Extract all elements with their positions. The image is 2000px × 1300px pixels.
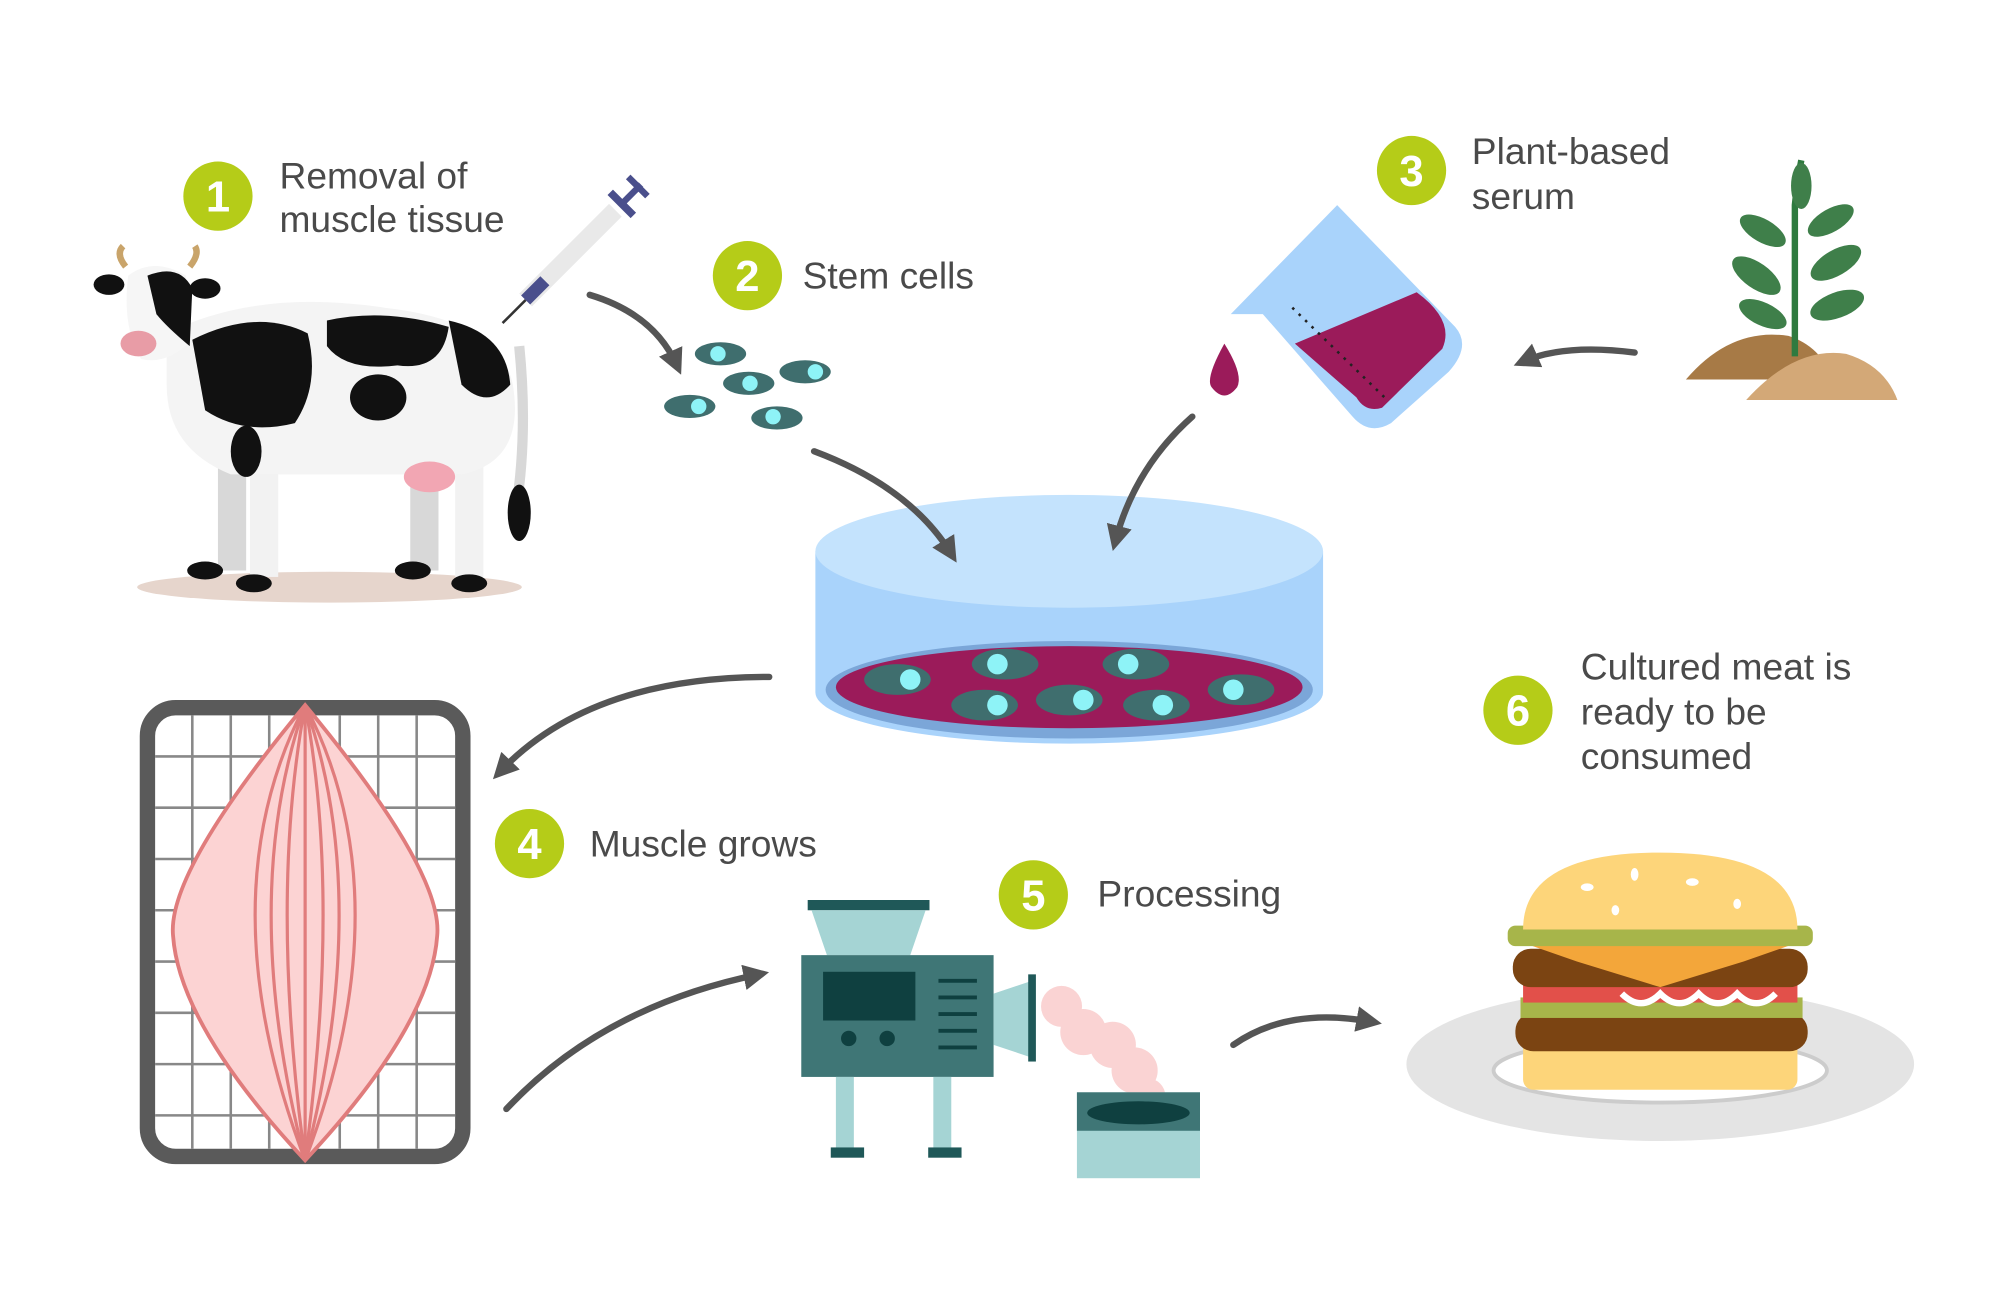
petri-dish-icon (815, 494, 1324, 744)
arrow-cow-to-cells (586, 291, 683, 375)
step-badge (494, 808, 565, 879)
flow-arrows (492, 291, 1638, 1113)
arrow-cells-to-dish (810, 448, 957, 563)
step-number: 3 (1399, 148, 1423, 196)
step-2: 2 Stem cells (712, 241, 974, 311)
step-number: 1 (206, 174, 230, 222)
step-label: Processing (1097, 872, 1281, 914)
step-label: Muscle grows (590, 822, 817, 864)
arrow-grinder-to-burger (1230, 1006, 1382, 1049)
step-5: 5 Processing (998, 860, 1281, 930)
burger-icon (1406, 852, 1915, 1142)
syringe-icon (501, 174, 650, 324)
step-number: 4 (517, 821, 541, 869)
arrow-plant-to-beaker (1513, 343, 1638, 368)
step-number: 5 (1021, 872, 1045, 920)
step-number: 6 (1506, 688, 1530, 736)
arrow-dish-to-muscle (492, 673, 773, 780)
step-badge (183, 161, 253, 231)
step-badge (1376, 135, 1447, 206)
arrow-serum-to-dish (1106, 413, 1196, 551)
arrow-muscle-to-grinder (503, 964, 770, 1113)
meat-grinder-icon (801, 900, 1200, 1179)
plant-icon (1685, 159, 1898, 400)
step-label: Stem cells (803, 254, 974, 296)
cow-icon (93, 243, 531, 603)
step-badge (1483, 675, 1553, 745)
step-badge (712, 241, 783, 311)
step-badge (998, 860, 1068, 930)
beaker-icon (1209, 205, 1463, 429)
step-4: 4 Muscle grows (494, 808, 817, 879)
muscle-grid-icon (139, 700, 471, 1165)
stem-cells-icon (664, 342, 831, 430)
step-number: 2 (735, 253, 759, 301)
